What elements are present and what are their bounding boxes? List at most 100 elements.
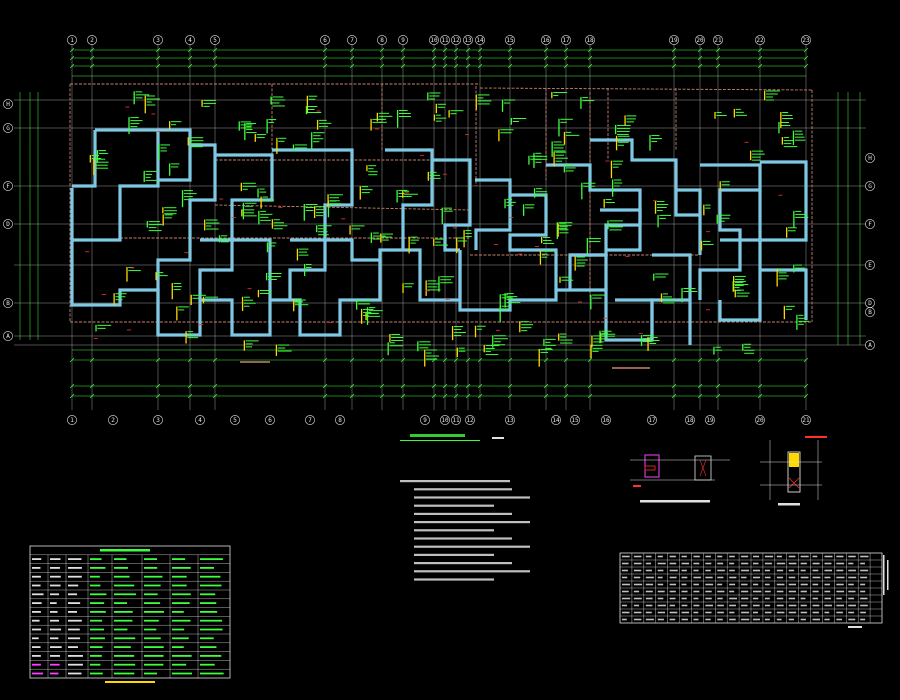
right-schedule-cell [741,562,749,565]
axis-bubble-bottom-label: 21 [802,417,810,424]
shear-walls [70,128,808,369]
rebar-label-text-line [389,345,403,347]
rebar-label-bar [703,204,705,216]
rebar-label-text-line [626,118,636,120]
detail-1-leader [633,485,641,487]
rebar-label-text-line [602,332,609,334]
rebar-label-text-line [164,213,177,215]
left-schedule-cell [32,584,41,587]
rebar-label-bar [660,293,663,303]
right-schedule-cell [717,590,725,593]
left-schedule-cell [172,567,191,569]
rebar-annotations [85,90,809,367]
rebar-label-bar [456,237,458,254]
rebar-label-bar [95,324,97,332]
rebar-label-bar [563,164,566,173]
rebar-label-text-line [702,240,711,242]
right-schedule-cell [776,569,784,572]
rebar-label-text-line [243,305,250,307]
axis-bubble-left-circle [3,123,13,133]
rebar-label-bar [719,181,721,191]
rebar-label-text-line [453,326,464,328]
rebar-label-text-line [272,105,285,107]
right-schedule-cell [669,597,676,600]
rebar-label-text-line [553,141,562,143]
rebar-label-text-line [240,127,252,129]
right-schedule-cell [633,611,642,614]
rebar-label-text-line [277,350,292,352]
rebar-label-text-line [329,203,342,205]
rebar-label-text-line [592,350,599,352]
rebar-label-bar [396,189,398,203]
shear-wall [718,238,762,322]
rebar-label-text-line [662,299,677,301]
right-schedule-cell [669,576,677,579]
rebar-label-text-line [501,308,508,310]
rebar-label-bar [733,108,736,118]
rebar-label-text-line [298,248,309,250]
rebar-label-text-line [128,270,141,272]
rebar-label-text-line [183,196,193,198]
axis-bubble-bottom-label: 1 [70,417,74,424]
rebar-label-text-line [435,241,441,243]
rebar-label-text-line [651,135,660,137]
rebar-label-text-line [788,227,797,229]
rebar-label-bar [749,150,752,161]
rebar-label-text-line [268,119,277,121]
rebar-label-bar [190,294,192,306]
rebar-label-text-line [240,124,253,126]
shear-wall [600,208,642,252]
rebar-label-bar [396,109,399,128]
left-schedule-cell [200,567,215,569]
rebar-label-text-line [145,170,159,172]
right-schedule-cell [705,555,711,558]
rebar-label-text-line [558,225,572,227]
note-line [414,537,512,540]
rebar-label-bar [504,293,506,308]
right-schedule-cell [812,555,818,558]
note-line [414,512,512,515]
right-schedule-cell [764,555,774,558]
left-schedule-cell [114,637,136,640]
rebar-label-bar [519,321,521,333]
rebar-label-text-line [751,150,764,152]
rebar-label-bar [266,119,268,134]
rebar-label-text-line [429,171,437,173]
rebar-label-bar [615,135,618,151]
rebar-label-text-line [613,179,622,181]
axis-bubble-bottom-label: 7 [308,417,312,424]
rebar-label-text-line [419,341,431,343]
rebar-label-text-line [173,283,182,285]
left-schedule-cell [114,663,136,666]
rebar-label-text-line [372,238,380,240]
rebar-label-text-line [362,308,374,310]
rebar-label-text-line [560,121,567,123]
left-schedule-cell [114,655,135,657]
rebar-label-text-line [616,124,631,126]
note-line [414,504,494,507]
right-schedule-cell [657,562,666,565]
left-schedule-cell [144,602,161,604]
rebar-label-bar [276,137,278,154]
rebar-label-bar [238,121,240,131]
rebar-label-text-line [130,123,140,125]
rebar-label-bar [574,256,576,271]
rebar-label-bar [169,121,171,130]
rebar-label-text-line [592,347,603,349]
rebar-label-text-line [203,102,217,104]
rebar-label-bar [305,106,308,115]
left-schedule-cell [90,567,106,569]
right-schedule-cell [669,583,677,586]
axis-bubble-bottom-circle [647,415,657,425]
rebar-label-bar [716,214,718,224]
right-schedule-cell [645,569,652,572]
right-schedule-cell [657,604,666,607]
right-schedule-cell [800,597,806,600]
right-schedule-cell [848,569,856,572]
rebar-label-text-line [164,217,172,219]
right-schedule-cell [669,569,678,572]
left-schedule-cell [68,567,82,569]
axis-bubble-bottom-label: 3 [156,417,160,424]
rebar-label-bar [242,202,245,220]
left-schedule-cell [172,663,187,666]
